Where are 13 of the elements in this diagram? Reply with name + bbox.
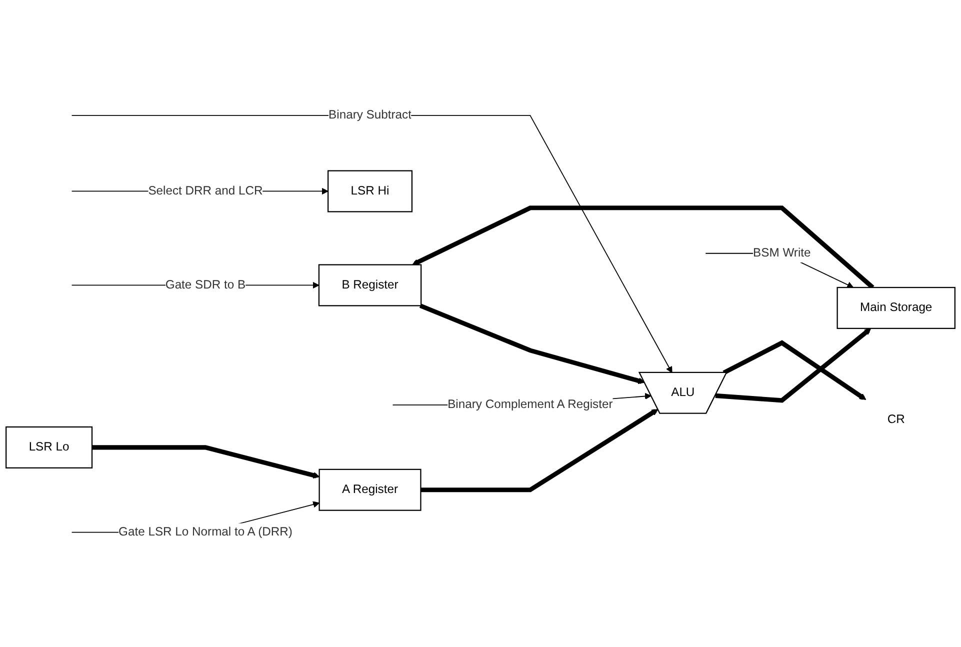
node-box: Main Storage (836, 286, 956, 329)
arrow (71, 114, 672, 373)
arrow (92, 444, 320, 478)
node-box: A Register (318, 468, 422, 511)
arrow (420, 408, 658, 492)
arrow (419, 303, 645, 384)
node-box: B Register (318, 264, 422, 306)
node-box: LSR Lo (6, 426, 93, 468)
node-text: CR (887, 412, 905, 426)
node-box: LSR Hi (328, 170, 413, 212)
arrow (412, 205, 874, 289)
arrow (715, 328, 872, 402)
arrow (722, 340, 866, 400)
